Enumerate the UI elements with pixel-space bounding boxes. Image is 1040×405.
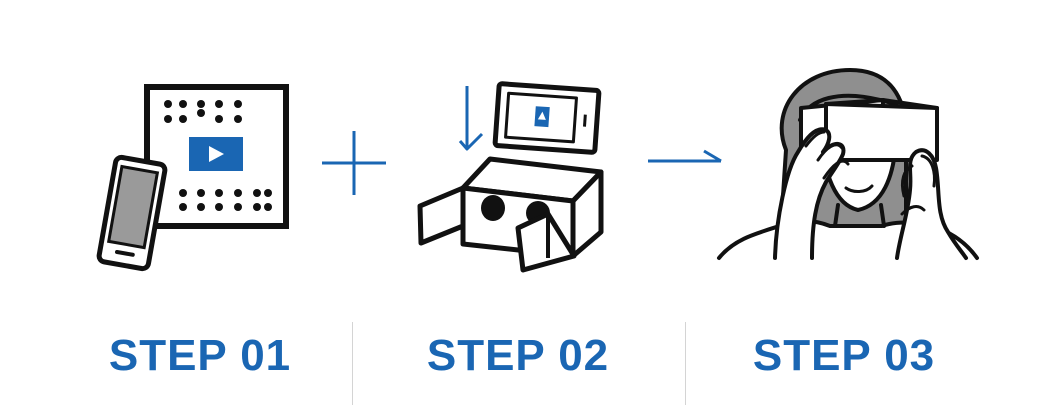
column-divider xyxy=(352,322,353,405)
arrow-right-icon xyxy=(648,149,722,163)
phone-into-cardboard-viewer-icon xyxy=(417,81,604,273)
arrow-down-icon xyxy=(458,86,484,151)
step-03-label: STEP 03 xyxy=(752,331,936,380)
step-02-label: STEP 02 xyxy=(426,331,610,380)
person-wearing-vr-viewer-icon xyxy=(717,68,979,260)
landscape-phone-icon xyxy=(492,81,602,155)
smartphone-icon xyxy=(96,154,168,272)
illustrations xyxy=(96,68,979,273)
step-01-label: STEP 01 xyxy=(108,331,292,380)
column-divider xyxy=(685,322,686,405)
phone-with-qr-code-video-icon xyxy=(96,84,289,272)
plus-icon xyxy=(322,131,386,195)
